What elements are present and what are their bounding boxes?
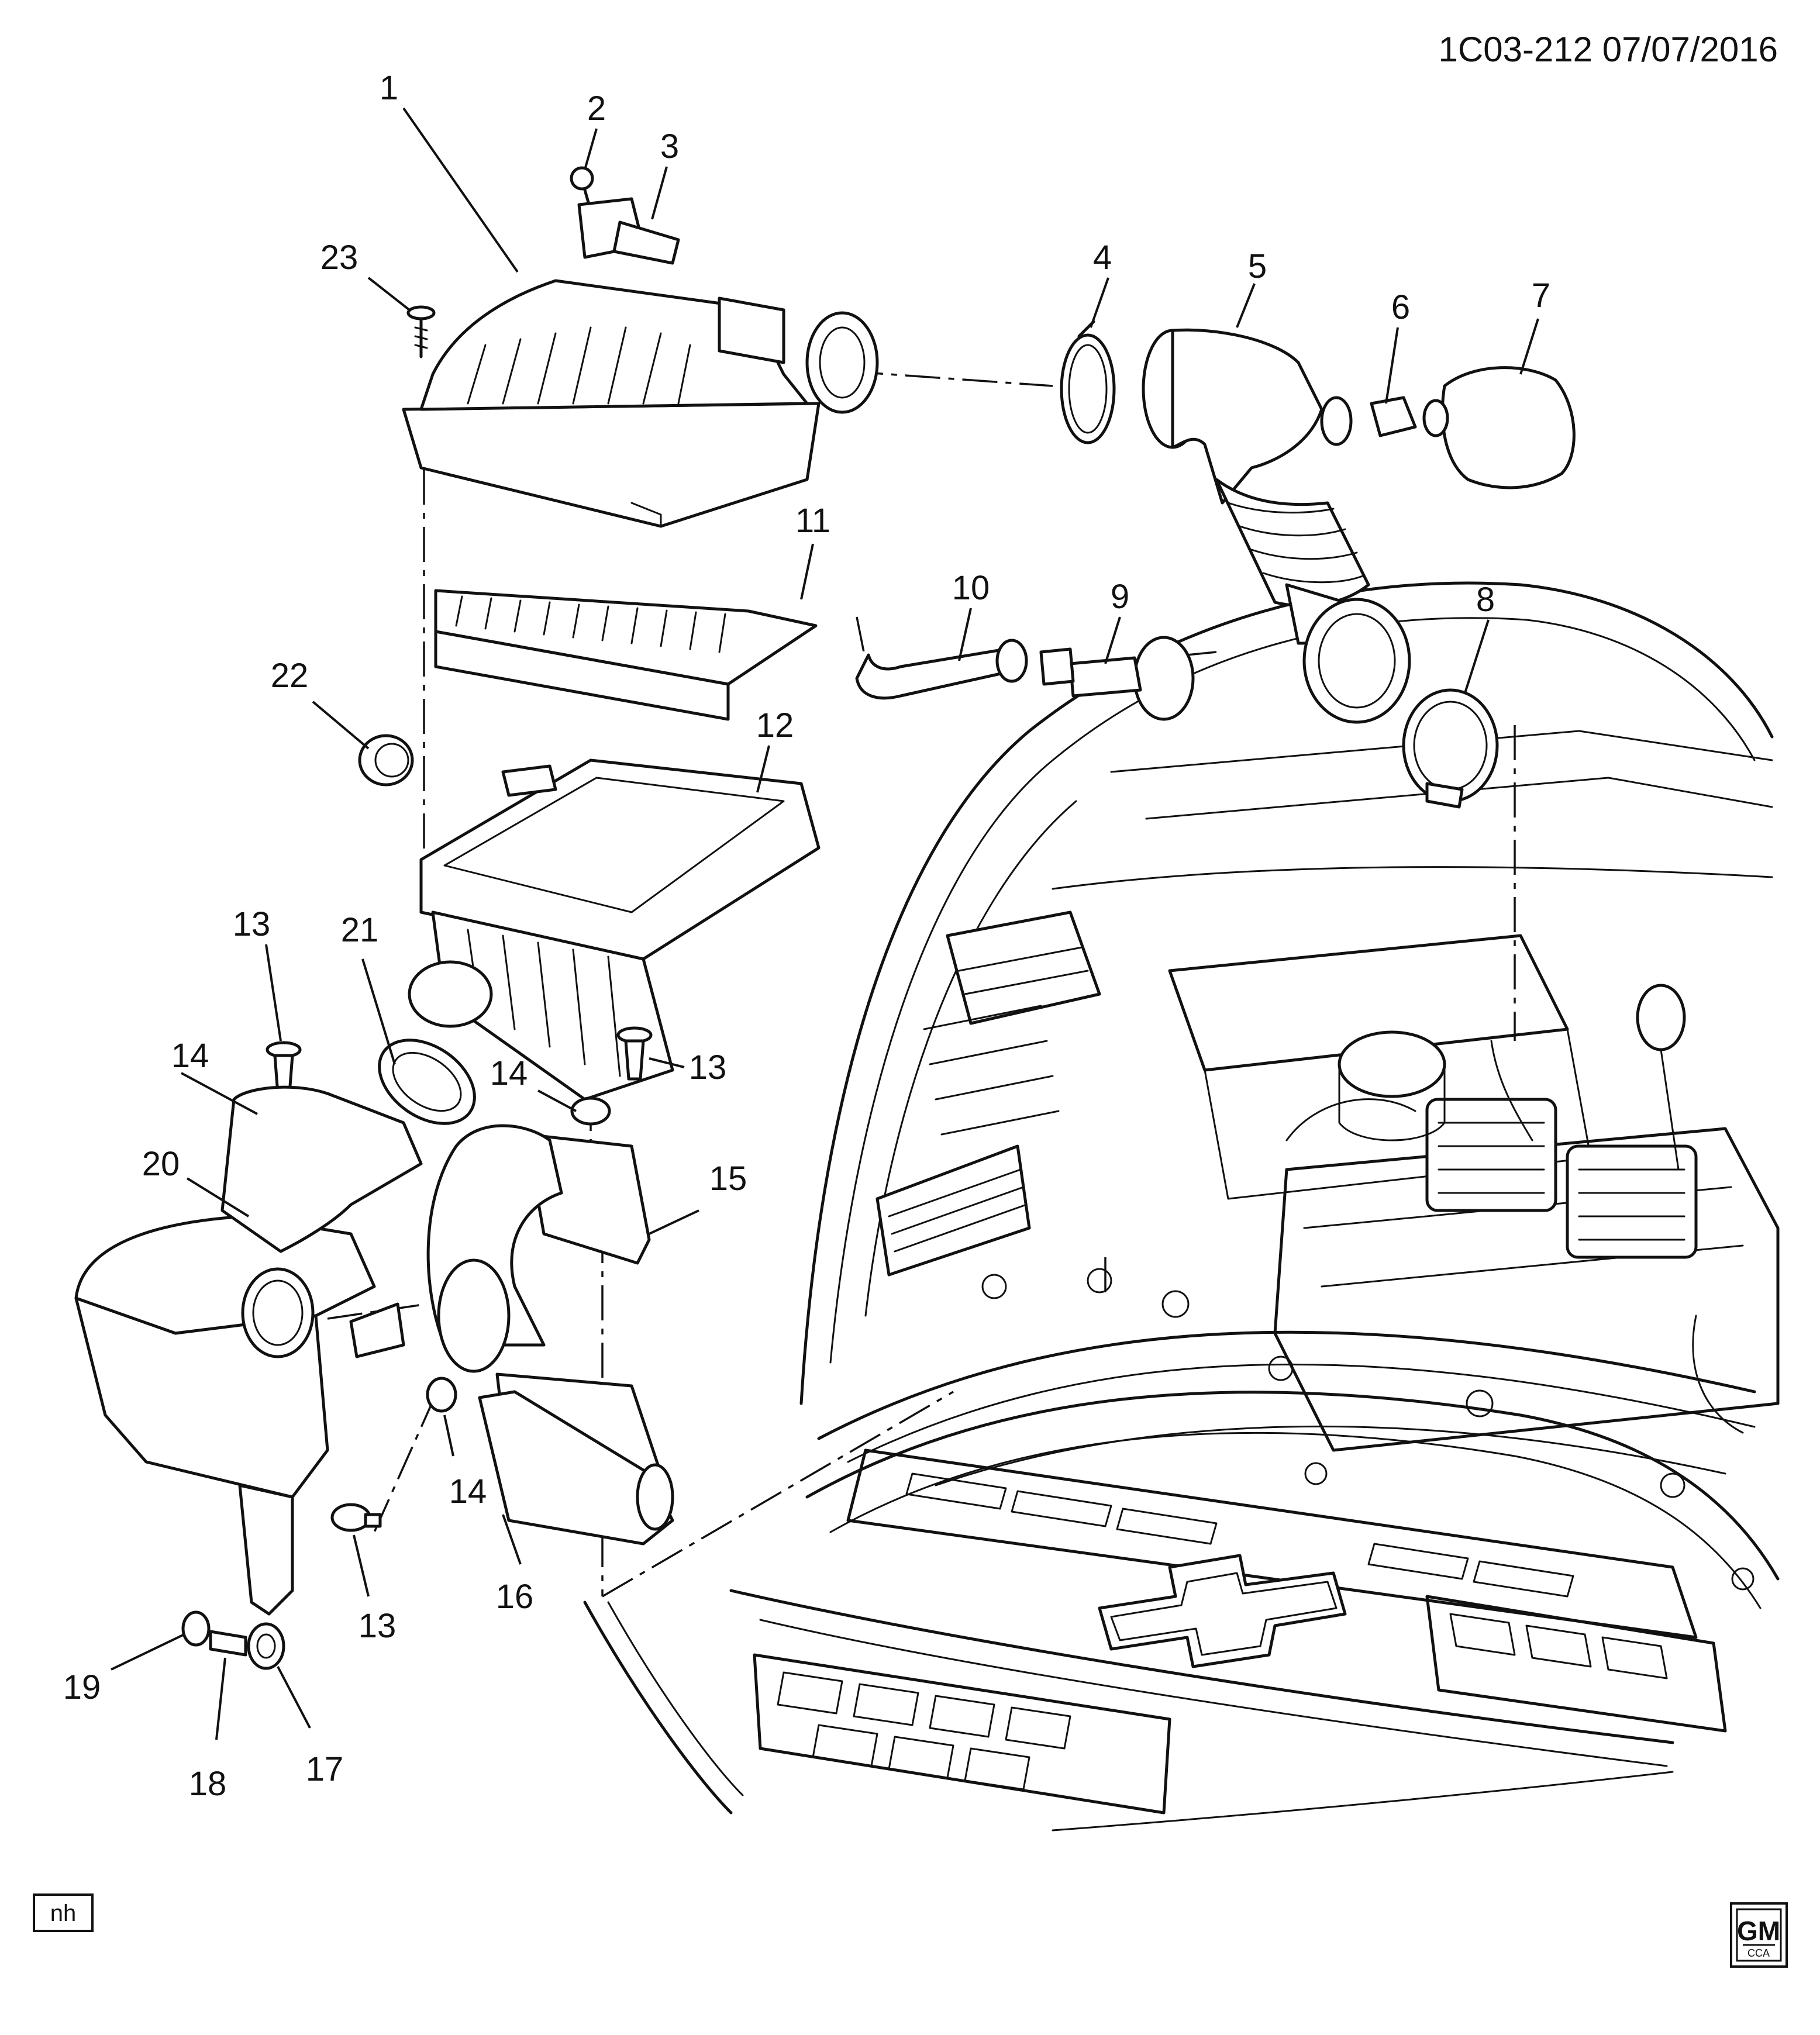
callout-4: 4	[1093, 239, 1112, 277]
callout-8: 8	[1476, 581, 1495, 619]
callout-18: 18	[189, 1765, 227, 1803]
callout-3: 3	[660, 127, 679, 165]
callout-11: 11	[795, 502, 830, 540]
callout-14-lower: 14	[449, 1472, 487, 1510]
callout-9: 9	[1111, 578, 1129, 616]
callout-22: 22	[271, 657, 309, 695]
callout-14-left: 14	[171, 1037, 209, 1075]
part-23-bolt	[406, 305, 436, 358]
callout-13-middle: 13	[689, 1048, 727, 1087]
reference-code: 1C03-212 07/07/2016	[1439, 30, 1778, 69]
callout-15: 15	[709, 1160, 747, 1198]
gm-logo-mark: GM	[1737, 1916, 1780, 1946]
vehicle-engine-bay	[799, 581, 1780, 1591]
part-13-pushpin-middle	[616, 1026, 653, 1081]
callout-5: 5	[1248, 247, 1267, 285]
callout-1: 1	[380, 69, 398, 107]
callout-labels: 1 2 3 4 5 6 7 8 9 10 11 12 13 13 13 14 1…	[63, 69, 1550, 1803]
vehicle-front-fascia	[583, 1391, 1780, 1832]
gm-logo-sub: CCA	[1747, 1947, 1770, 1959]
part-22-grommet	[358, 734, 414, 787]
callout-14-middle: 14	[490, 1054, 528, 1092]
callout-12: 12	[756, 706, 794, 744]
callout-19: 19	[63, 1668, 101, 1706]
callout-13-lower: 13	[359, 1607, 397, 1645]
part-8-clamp	[1402, 688, 1499, 809]
leader-lines	[111, 107, 1539, 1740]
callout-2: 2	[587, 89, 606, 127]
callout-23: 23	[320, 239, 359, 277]
callout-16: 16	[496, 1578, 534, 1616]
callout-21: 21	[341, 911, 379, 949]
part-13-pushpin-lower	[330, 1503, 382, 1532]
part-5-duct-mouth	[1302, 598, 1411, 724]
callout-6: 6	[1391, 288, 1410, 326]
part-17-bushing	[247, 1622, 285, 1670]
illustrator-tag: nh	[33, 1893, 94, 1932]
part-19-washer	[181, 1610, 211, 1647]
part-7-resonator	[1422, 366, 1576, 489]
part-9-connector	[1068, 636, 1195, 721]
part-12-air-cleaner-lower-housing	[408, 758, 821, 1101]
callout-17: 17	[306, 1750, 344, 1788]
part-6-clip	[1370, 396, 1417, 437]
part-13-pushpin-upper	[266, 1041, 302, 1095]
part-5-air-outlet-duct	[1142, 328, 1370, 645]
part-21-seal	[378, 1039, 476, 1125]
part-11-air-filter	[434, 589, 818, 721]
part-14-grommet-lower	[426, 1377, 457, 1413]
part-16-air-inlet-duct	[478, 1372, 674, 1546]
callout-13-upper: 13	[233, 905, 271, 943]
svg-text:nh: nh	[50, 1901, 77, 1926]
part-4-clamp	[1060, 320, 1116, 444]
callout-10: 10	[952, 569, 990, 607]
part-15-inlet-duct	[426, 1124, 651, 1373]
callout-7: 7	[1532, 277, 1550, 315]
part-14-grommet-middle	[570, 1096, 611, 1126]
callout-20: 20	[142, 1145, 180, 1183]
part-18-sleeve	[209, 1630, 247, 1657]
part-1-air-cleaner-cover	[402, 279, 879, 528]
part-20-air-intake-resonator	[74, 1085, 423, 1616]
part-3-mass-air-flow-sensor	[577, 197, 680, 265]
part-10-hose	[855, 639, 1075, 700]
gm-logo: GM CCA	[1730, 1902, 1788, 1968]
